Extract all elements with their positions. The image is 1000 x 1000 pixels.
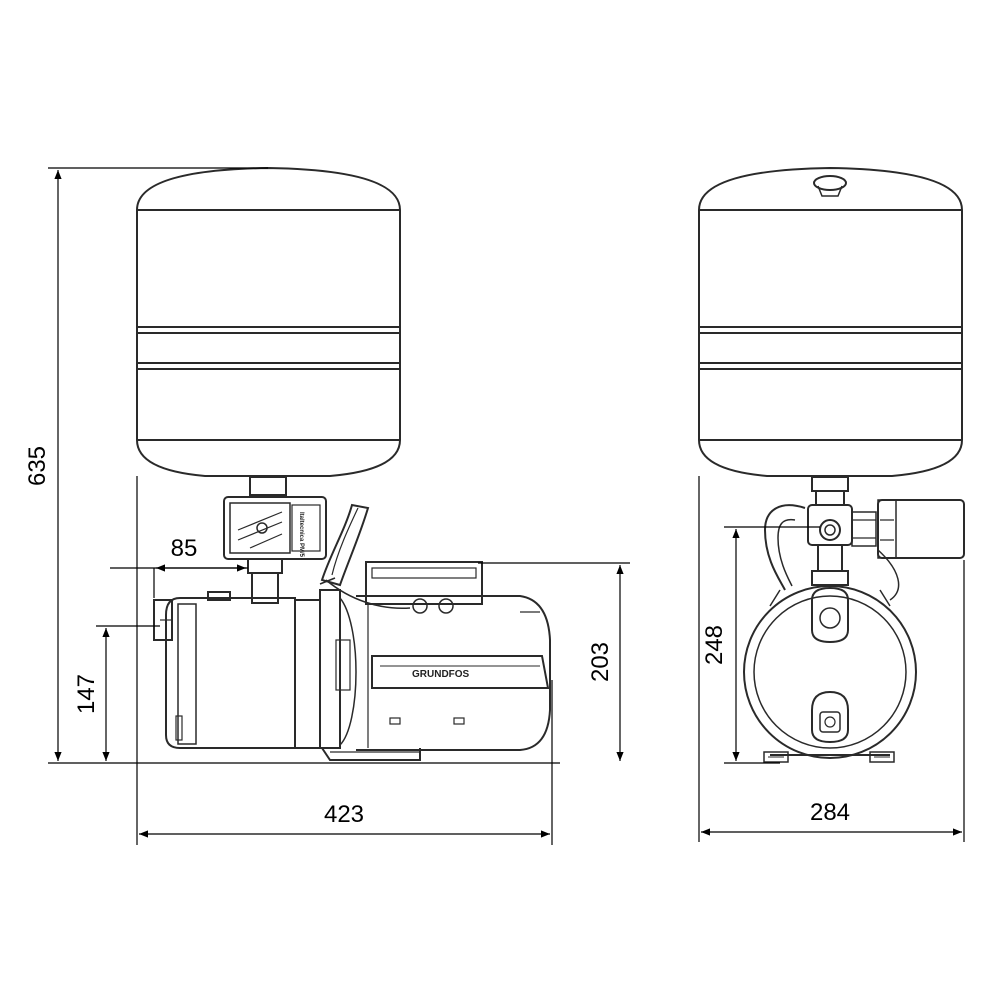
dimension-overall-length: 423 [324,801,364,828]
motor-coupling [319,577,421,761]
front-pressure-tank [698,166,963,477]
pressure-switch: Italtecnica PM/5 [223,496,327,560]
dimension-outlet-height: 203 [587,642,614,682]
front-view [698,166,965,763]
front-pump-body [743,585,917,759]
dimension-front-outlet-height: 248 [701,625,728,665]
motor: GRUNDFOS [325,561,551,751]
front-fittings [807,476,877,586]
pressure-tank [136,166,401,496]
connection-pipe [247,558,283,604]
front-handle [763,504,900,601]
dimension-overall-height: 635 [24,446,51,486]
dimension-pipe-offset: 85 [171,535,198,562]
front-pressure-switch [877,499,965,559]
carry-handle [320,503,370,587]
front-feet [763,751,895,763]
dimension-inlet-height: 147 [73,674,100,714]
pump-housing [153,591,321,749]
pump-logo: GRUNDFOS [412,669,470,680]
pressure-switch-label: Italtecnica PM/5 [298,512,304,558]
side-view-dimensions [48,167,630,845]
side-view: Italtecnica PM/5 [136,166,551,761]
dimension-overall-width: 284 [810,799,850,826]
front-view-dimensions [698,476,965,842]
